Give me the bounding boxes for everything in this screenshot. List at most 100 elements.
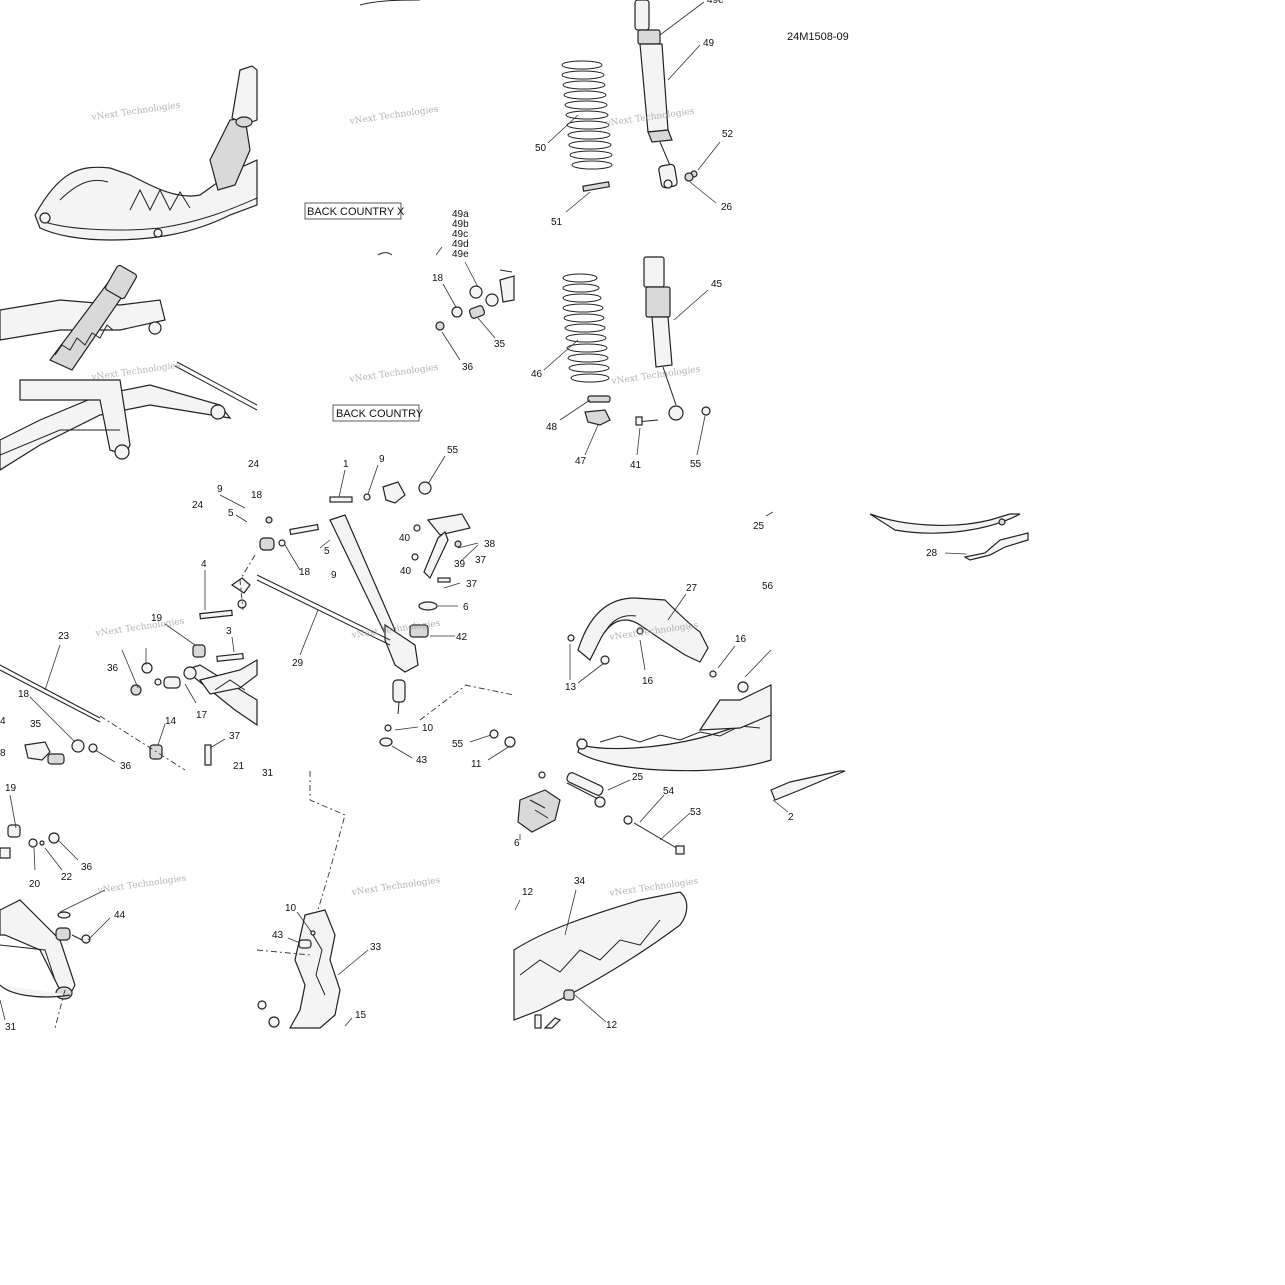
front-suspension-shock-assembly [0,264,258,471]
ski-lower-right-sliver [770,770,846,813]
callout-5: 5 [324,546,330,557]
callout-49a: 49a [452,209,469,220]
callout-19: 19 [151,613,163,624]
callout-23: 23 [58,631,70,642]
diagram-code: 24M1508-09 [787,31,849,43]
svg-text:vNext Technologies: vNext Technologies [350,876,441,899]
callout-5: 5 [228,508,234,519]
callout-25: 25 [753,521,765,532]
svg-text:vNext Technologies: vNext Technologies [348,105,439,128]
callout-49b: 49b [452,219,469,230]
callout-49e: 49e [452,249,469,260]
callout-16: 16 [642,676,654,687]
callout-36: 36 [81,862,93,873]
ski-assembly-top-left [34,65,258,241]
callout-44: 44 [114,910,126,921]
callout-1: 1 [343,459,349,470]
callout-43: 43 [416,755,428,766]
callout-18: 18 [251,490,263,501]
callout-45: 45 [711,279,723,290]
callout-24: 24 [192,500,204,511]
callout-51: 51 [551,217,563,228]
callout-48: 48 [546,422,558,433]
callout-6: 6 [514,838,520,849]
callout-15: 15 [355,1010,367,1021]
coil-spring-50 [561,60,613,170]
callout-9: 9 [379,454,385,465]
svg-text:vNext Technologies: vNext Technologies [90,361,181,384]
callout-40: 40 [400,566,412,577]
callout-4: 4 [201,559,207,570]
svg-text:vNext Technologies: vNext Technologies [90,101,181,124]
callout-22: 22 [61,872,73,883]
callout-20: 20 [29,879,41,890]
callout-31: 31 [262,768,274,779]
svg-text:vNext Technologies: vNext Technologies [608,877,699,900]
callout-55: 55 [690,459,702,470]
callout-52: 52 [722,129,734,140]
coil-spring-46 [562,273,610,383]
callout-36: 36 [462,362,474,373]
callout-10: 10 [285,903,297,914]
callout-43: 43 [272,930,284,941]
callout-8: 8 [0,748,6,759]
back-country-parts-panel: BACK COUNTRY [332,261,515,422]
svg-text:vNext Technologies: vNext Technologies [348,363,439,386]
callout-4: 4 [0,716,6,727]
callout-12: 12 [606,1020,618,1031]
callout-55: 55 [452,739,464,750]
callout-18: 18 [299,567,311,578]
lower-a-arm-panel [0,794,111,1029]
callout-2: 2 [788,812,794,823]
back-country-x-label: BACK COUNTRY X [307,206,405,218]
callout-29: 29 [292,658,304,669]
callout-11: 11 [471,759,482,770]
callout-6: 6 [463,602,469,613]
callout-18: 18 [432,273,444,284]
callout-40: 40 [399,533,411,544]
callout-21: 21 [233,761,245,772]
spindle-lower-panel [256,771,369,1029]
svg-text:vNext Technologies: vNext Technologies [94,617,185,640]
callout-9: 9 [217,484,223,495]
spindle-tie-rod-panel [256,455,516,761]
callout-37: 37 [229,731,241,742]
callout-50: 50 [535,143,547,154]
callout-49: 49 [703,38,715,49]
back-country-label: BACK COUNTRY [336,408,424,420]
callout-35: 35 [30,719,42,730]
ski-runner-right [765,511,1029,561]
callout-38: 38 [484,539,496,550]
callout-labels: 49e 49 50 51 52 26 49a 49b 49c 49d 49e 1… [0,0,938,1033]
callout-10: 10 [422,723,434,734]
callout-54: 54 [663,786,675,797]
shock-spring-assembly-mid [543,256,711,456]
callout-3: 3 [226,626,232,637]
callout-25: 25 [632,772,644,783]
callout-26: 26 [721,202,733,213]
callout-28: 28 [926,548,938,559]
ski-lower-panel [513,771,691,1029]
callout-34: 34 [574,876,586,887]
callout-47: 47 [575,456,587,467]
callout-56: 56 [762,581,774,592]
callout-12: 12 [522,887,534,898]
a-arm-left-panel [0,494,258,771]
callout-17: 17 [196,710,208,721]
callout-18: 18 [18,689,30,700]
callout-41: 41 [630,460,642,471]
callout-37: 37 [475,555,487,566]
callout-36: 36 [107,663,119,674]
callout-49d: 49d [452,239,469,250]
back-country-x-label-box [304,202,402,220]
callout-27: 27 [686,583,698,594]
svg-text:vNext Technologies: vNext Technologies [610,365,701,388]
callout-33: 33 [370,942,382,953]
callout-24: 24 [248,459,260,470]
callout-16: 16 [735,634,747,645]
callout-49e-top: 49e [707,0,724,6]
callout-36: 36 [120,761,132,772]
callout-37: 37 [466,579,478,590]
